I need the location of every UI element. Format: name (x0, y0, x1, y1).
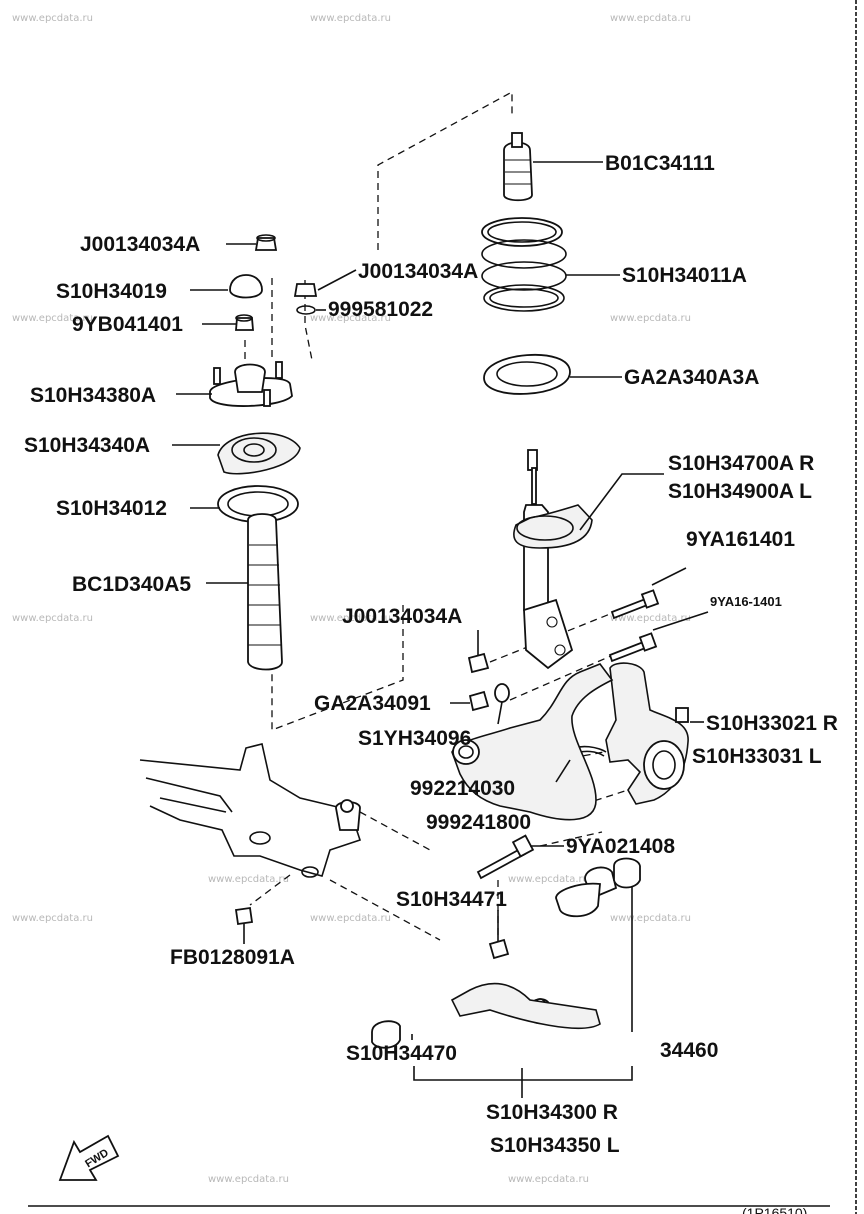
watermark: www.epcdata.ru (310, 313, 391, 324)
dust-boot-part (247, 513, 283, 671)
label-knuckle-washer: S1YH34096 (358, 727, 471, 750)
label-lower-arm-r: S10H34300 R (486, 1101, 618, 1124)
mount-rubber-part (217, 432, 301, 475)
fwd-arrow-icon: FWD (58, 1134, 120, 1181)
spring-seat-part (483, 353, 571, 395)
watermark: www.epcdata.ru (12, 913, 93, 924)
label-upper-mount: S10H34380A (30, 384, 156, 407)
label-strut-r: S10H34700A R (668, 452, 814, 475)
watermark: www.epcdata.ru (208, 874, 289, 885)
label-bearing: S10H34012 (56, 497, 167, 520)
bump-stop-part (503, 132, 533, 202)
label-knuckle-l: S10H33031 L (692, 745, 822, 768)
label-mount-nut-right: J00134034A (358, 260, 478, 283)
label-rear-bushing: 34460 (660, 1039, 718, 1062)
label-arm-bolt: 9YA021408 (566, 835, 675, 858)
label-bolt-lower: 9YA16-1401 (710, 594, 782, 609)
label-front-bushing: S10H34470 (346, 1042, 457, 1065)
label-washer-small: 999581022 (328, 298, 433, 321)
bushings-part (371, 857, 641, 1049)
watermark: www.epcdata.ru (310, 913, 391, 924)
strut-part (513, 449, 593, 670)
watermark-layer: www.epcdata.ru www.epcdata.ru www.epcdat… (12, 13, 691, 1185)
arm-bolt-part (476, 834, 535, 880)
label-mount-nut: 9YB041401 (72, 313, 183, 336)
label-strut-l: S10H34900A L (668, 480, 812, 503)
top-mount-hardware (229, 234, 318, 331)
leader-lines (172, 161, 709, 1098)
label-knuckle-nut: GA2A34091 (314, 692, 431, 715)
label-top-nut: J00134034A (80, 233, 200, 256)
label-arm-nut: S10H34471 (396, 888, 507, 911)
label-bump-stop: B01C34111 (605, 152, 715, 175)
watermark: www.epcdata.ru (12, 13, 93, 24)
label-castle-nut: 999241800 (426, 811, 531, 834)
watermark: www.epcdata.ru (610, 613, 691, 624)
watermark: www.epcdata.ru (610, 913, 691, 924)
label-spring-seat: GA2A340A3A (624, 366, 759, 389)
coil-spring-part (481, 217, 567, 312)
label-cotter-pin: 992214030 (410, 777, 515, 800)
subframe-part (139, 743, 362, 926)
label-coil-spring: S10H34011A (622, 264, 747, 287)
strut-bolts-part (608, 589, 660, 663)
label-strut-nut: J00134034A (342, 605, 462, 628)
label-cap: S10H34019 (56, 280, 167, 303)
watermark: www.epcdata.ru (610, 13, 691, 24)
label-bolt-upper: 9YA161401 (686, 528, 795, 551)
watermark: www.epcdata.ru (508, 874, 589, 885)
label-dust-boot: BC1D340A5 (72, 573, 191, 596)
figure-ref: (1P16510) (742, 1205, 807, 1214)
knuckle-part (605, 662, 689, 805)
watermark: www.epcdata.ru (208, 1174, 289, 1185)
watermark: www.epcdata.ru (508, 1174, 589, 1185)
strut-nuts-part (467, 652, 510, 712)
label-lower-arm-l: S10H34350 L (490, 1134, 620, 1157)
watermark: www.epcdata.ru (12, 613, 93, 624)
lower-arm-part (450, 663, 618, 1030)
upper-mount-part (209, 361, 293, 407)
callout-labels: B01C34111 S10H34011A GA2A340A3A S10H3470… (24, 152, 838, 1157)
label-knuckle-r: S10H33021 R (706, 712, 838, 735)
watermark: www.epcdata.ru (310, 613, 391, 624)
label-frame-nut: FB0128091A (170, 946, 295, 969)
watermark: www.epcdata.ru (310, 13, 391, 24)
label-mount-rubber: S10H34340A (24, 434, 150, 457)
watermark: www.epcdata.ru (12, 313, 93, 324)
watermark: www.epcdata.ru (610, 313, 691, 324)
